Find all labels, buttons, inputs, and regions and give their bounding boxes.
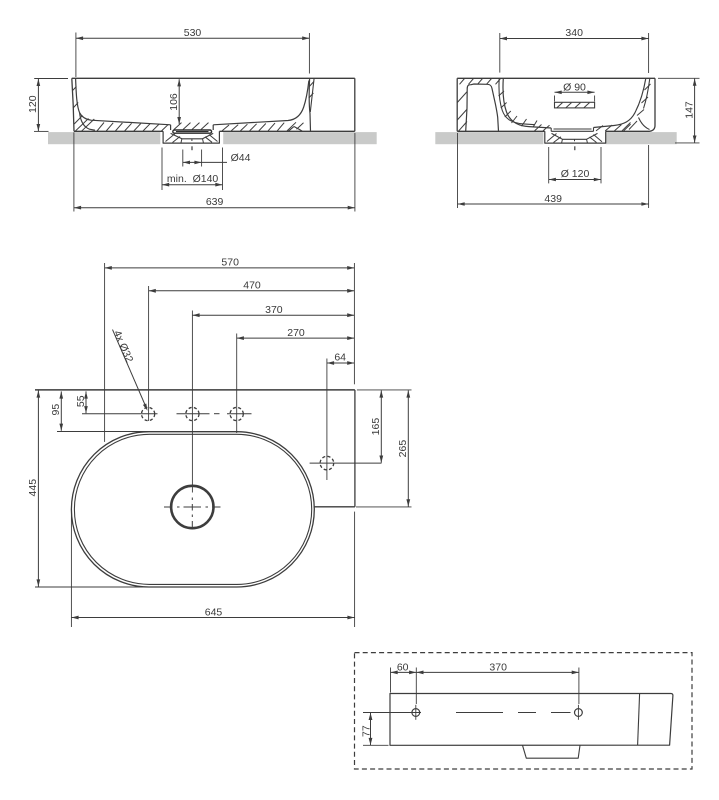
svg-text:64: 64	[334, 351, 346, 363]
svg-text:Ø 120: Ø 120	[561, 168, 590, 180]
svg-text:370: 370	[489, 661, 507, 673]
svg-text:570: 570	[221, 257, 239, 269]
svg-text:Ø 90: Ø 90	[563, 82, 586, 94]
svg-text:120: 120	[27, 95, 39, 113]
svg-text:530: 530	[184, 27, 202, 39]
svg-text:645: 645	[205, 606, 223, 618]
svg-text:370: 370	[265, 304, 283, 316]
svg-text:95: 95	[50, 404, 62, 416]
svg-text:77: 77	[360, 725, 372, 737]
svg-text:60: 60	[397, 661, 409, 673]
svg-text:340: 340	[565, 27, 583, 39]
svg-text:165: 165	[370, 418, 382, 436]
svg-text:439: 439	[544, 193, 562, 205]
svg-text:270: 270	[287, 327, 305, 339]
svg-text:106: 106	[168, 93, 180, 111]
svg-text:Ø44: Ø44	[231, 152, 251, 164]
svg-text:470: 470	[243, 280, 261, 292]
svg-text:639: 639	[206, 196, 224, 208]
svg-text:445: 445	[27, 479, 39, 497]
svg-text:265: 265	[397, 440, 409, 458]
svg-text:min. Ø140: min. Ø140	[167, 173, 219, 185]
svg-text:147: 147	[683, 101, 695, 119]
svg-text:55: 55	[75, 395, 87, 407]
